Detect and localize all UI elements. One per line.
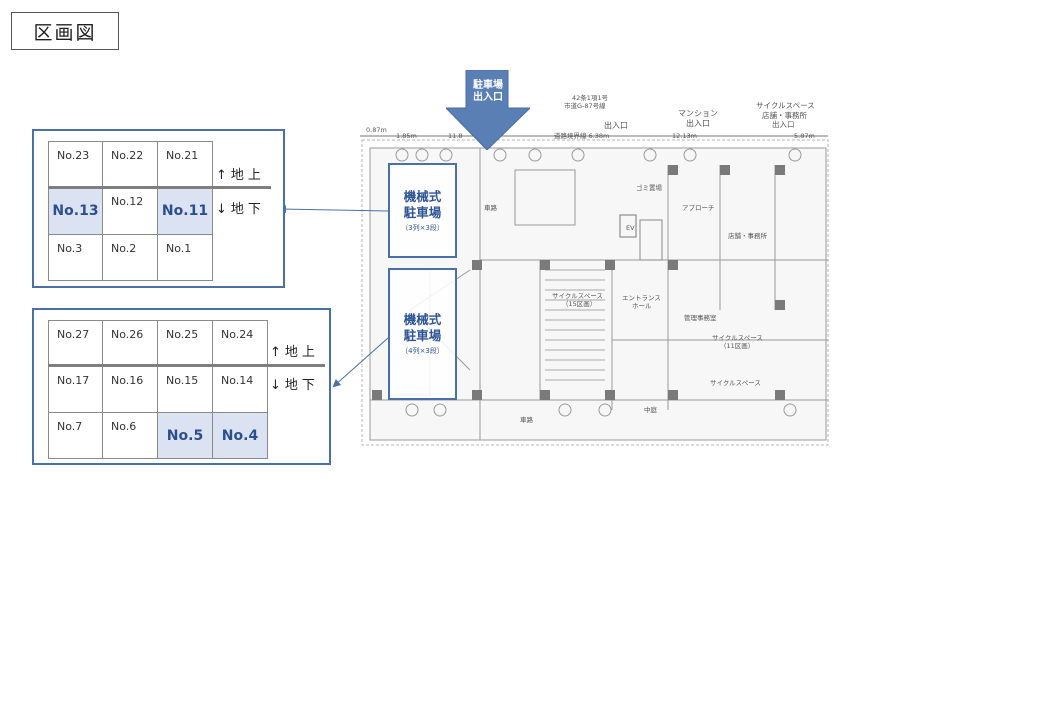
mech-1-title-line2: 駐車場 bbox=[403, 205, 442, 220]
connector-2 bbox=[332, 337, 389, 388]
level-divider bbox=[48, 186, 271, 189]
down-arrow-icon: ↓ bbox=[270, 378, 281, 393]
entrance-arrow-icon bbox=[446, 70, 530, 150]
level-above-text: 地上 bbox=[284, 345, 319, 360]
slot-cell-highlighted[interactable]: No.5 bbox=[157, 412, 213, 459]
fp-road-name-2: 市道G-87号線 bbox=[564, 101, 606, 110]
entrance-label: 駐車場 出入口 bbox=[462, 80, 514, 104]
fp-cycle-15b: （15区画） bbox=[562, 300, 596, 308]
level-below-text: 地下 bbox=[230, 202, 265, 217]
connector-1 bbox=[278, 205, 389, 214]
slot-cell[interactable]: No.23 bbox=[48, 141, 103, 188]
fp-garbage: ゴミ置場 bbox=[636, 183, 663, 192]
slot-cell[interactable]: No.16 bbox=[102, 366, 158, 413]
fp-dim-3: 12.13m bbox=[672, 132, 697, 140]
fp-cycle-right: サイクルスペース bbox=[710, 379, 761, 387]
level-above-label: ↑地上 bbox=[216, 164, 265, 183]
fp-management: 管理事務室 bbox=[684, 313, 717, 322]
fp-dim-1: 1.85m bbox=[396, 132, 417, 140]
fp-mansion-2: 出入口 bbox=[686, 118, 710, 128]
slot-cell[interactable]: No.1 bbox=[157, 234, 213, 281]
page-title: 区画図 bbox=[11, 12, 119, 50]
fp-exit-1: 出入口 bbox=[604, 120, 628, 130]
fp-approach: アプローチ bbox=[682, 204, 715, 212]
fp-dim-2: 11.8 bbox=[448, 132, 462, 140]
slot-cell[interactable]: No.27 bbox=[48, 320, 103, 367]
slot-cell[interactable]: No.24 bbox=[212, 320, 268, 367]
fp-road-line: 道路境界線 6.38m bbox=[554, 131, 609, 140]
fp-entrance-hall-1: エントランス bbox=[622, 294, 661, 302]
mech-2-subtitle: （4列×3段） bbox=[401, 347, 444, 355]
fp-cycle-11: サイクルスペース bbox=[712, 334, 763, 342]
fp-cycle-3: 出入口 bbox=[772, 119, 795, 129]
level-below-label: ↓地下 bbox=[216, 198, 265, 217]
parking-grid-4x3: No.27 No.26 No.25 No.24 No.17 No.16 No.1… bbox=[32, 308, 331, 465]
slot-cell-highlighted[interactable]: No.11 bbox=[157, 187, 213, 235]
slot-cell[interactable]: No.26 bbox=[102, 320, 158, 367]
slot-cell[interactable]: No.6 bbox=[102, 412, 158, 459]
entrance-label-line1: 駐車場 bbox=[473, 80, 503, 91]
level-below-text: 地下 bbox=[284, 378, 319, 393]
slot-cell[interactable]: No.25 bbox=[157, 320, 213, 367]
fp-dim-4: 5.87m bbox=[794, 132, 815, 140]
level-above-label: ↑地上 bbox=[270, 341, 319, 360]
fp-ev: EV bbox=[626, 224, 635, 232]
fp-road-name-1: 42条1項1号 bbox=[572, 93, 609, 102]
mech-1-title-line1: 機械式 bbox=[403, 189, 442, 204]
slot-cell[interactable]: No.3 bbox=[48, 234, 103, 281]
fp-cycle-2: 店舗・事務所 bbox=[762, 110, 807, 120]
slot-cell[interactable]: No.22 bbox=[102, 141, 158, 188]
fp-road-left: 車路 bbox=[484, 203, 498, 212]
slot-cell[interactable]: No.7 bbox=[48, 412, 103, 459]
mechanical-parking-2: 機械式 駐車場 （4列×3段） bbox=[388, 268, 457, 400]
entrance-label-line2: 出入口 bbox=[473, 92, 503, 103]
fp-mansion-1: マンション bbox=[678, 109, 718, 118]
fp-top-left-dim: 0.87m bbox=[366, 126, 387, 134]
slot-cell[interactable]: No.21 bbox=[157, 141, 213, 188]
fp-nakaniwa: 中庭 bbox=[644, 405, 658, 414]
mech-1-subtitle: （3列×3段） bbox=[401, 224, 444, 232]
fp-cycle-11b: （11区画） bbox=[720, 342, 754, 350]
level-divider bbox=[48, 364, 325, 367]
fp-shop: 店舗・事務所 bbox=[728, 231, 768, 240]
level-above-text: 地上 bbox=[230, 168, 265, 183]
up-arrow-icon: ↑ bbox=[270, 345, 281, 360]
mech-2-title-line2: 駐車場 bbox=[403, 328, 442, 343]
slot-cell-highlighted[interactable]: No.4 bbox=[212, 412, 268, 459]
slot-cell[interactable]: No.14 bbox=[212, 366, 268, 413]
slot-cell[interactable]: No.12 bbox=[102, 187, 158, 235]
mechanical-parking-1: 機械式 駐車場 （3列×3段） bbox=[388, 163, 457, 258]
up-arrow-icon: ↑ bbox=[216, 168, 227, 183]
slot-cell-highlighted[interactable]: No.13 bbox=[48, 187, 103, 235]
fp-entrance-hall-2: ホール bbox=[632, 302, 652, 310]
parking-grid-3x3: No.23 No.22 No.21 No.13 No.12 No.11 No.3… bbox=[32, 129, 285, 288]
mech-2-title-line1: 機械式 bbox=[403, 312, 442, 327]
down-arrow-icon: ↓ bbox=[216, 202, 227, 217]
slot-cell[interactable]: No.15 bbox=[157, 366, 213, 413]
fp-cycle-15: サイクルスペース bbox=[552, 292, 603, 300]
level-below-label: ↓地下 bbox=[270, 374, 319, 393]
fp-road-bottom: 車路 bbox=[520, 415, 534, 424]
fp-cycle-1: サイクルスペース bbox=[756, 101, 815, 110]
slot-cell[interactable]: No.17 bbox=[48, 366, 103, 413]
slot-cell[interactable]: No.2 bbox=[102, 234, 158, 281]
